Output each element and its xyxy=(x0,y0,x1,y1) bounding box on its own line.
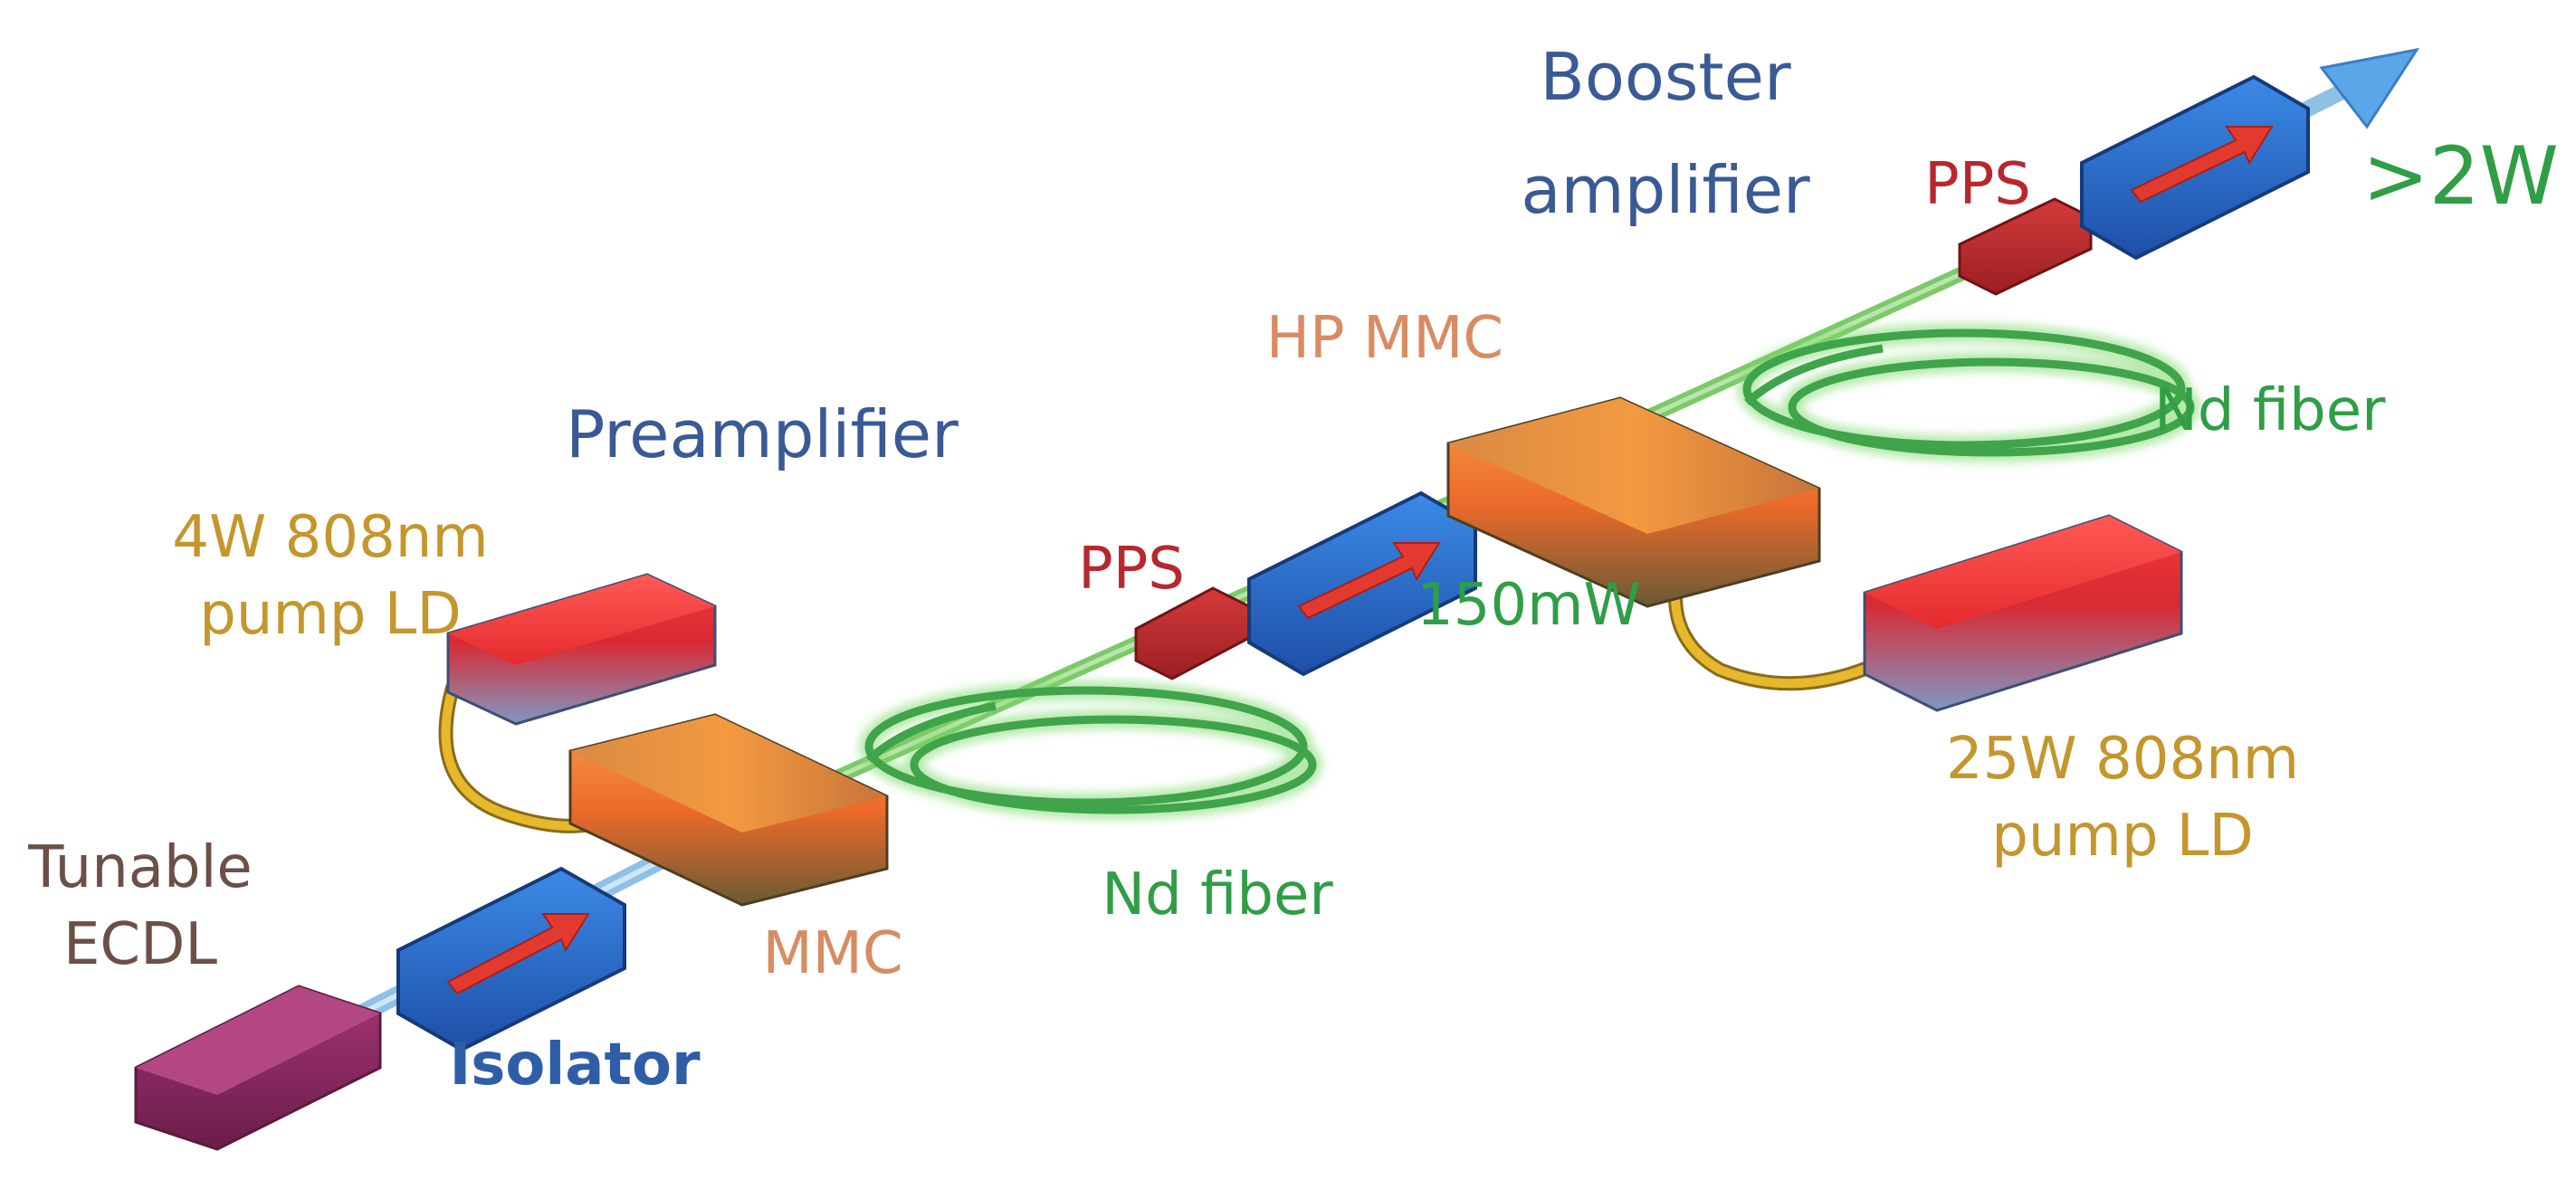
nd-fiber-coil-booster xyxy=(1737,323,2200,462)
pps-booster xyxy=(1958,197,2093,296)
label-pump-small-line2: pump LD xyxy=(199,581,461,648)
mmc-combiner xyxy=(568,713,889,907)
label-mmc: MMC xyxy=(762,920,902,987)
label-pump-small-line1: 4W 808nm xyxy=(172,504,488,571)
isolator-1 xyxy=(396,866,626,1052)
isolator-3 xyxy=(2080,74,2310,261)
label-nd-fiber-pre: Nd fiber xyxy=(1102,861,1333,928)
label-source-line2: ECDL xyxy=(63,911,217,978)
labels: Booster amplifier >2W PPS HP MMC Nd fibe… xyxy=(27,39,2558,1099)
label-isolator: Isolator xyxy=(449,1032,701,1099)
output-arrow-head xyxy=(2319,47,2420,129)
label-booster-line1: Booster xyxy=(1540,39,1791,115)
label-preamplifier: Preamplifier xyxy=(566,396,959,472)
nd-fiber-coil-pre xyxy=(859,680,1322,820)
label-source-line1: Tunable xyxy=(27,834,253,901)
label-pps-booster: PPS xyxy=(1924,151,2031,218)
label-output-power: >2W xyxy=(2362,129,2559,223)
hp-mmc-combiner xyxy=(1446,396,1821,608)
label-booster-line2: amplifier xyxy=(1521,152,1810,228)
pump-ld-25w xyxy=(1863,514,2183,712)
isolator-2 xyxy=(1247,490,1477,677)
label-150mw: 150mW xyxy=(1417,572,1641,639)
pump-ld-4w xyxy=(446,573,717,726)
ecdl-source xyxy=(134,985,382,1151)
label-pump-large-line2: pump LD xyxy=(1991,803,2253,870)
pump-cable-booster-core xyxy=(1671,547,1914,689)
label-hp-mmc: HP MMC xyxy=(1266,305,1503,372)
label-pps-pre: PPS xyxy=(1078,536,1185,603)
label-nd-fiber-booster: Nd fiber xyxy=(2154,377,2386,444)
label-pump-large-line1: 25W 808nm xyxy=(1946,726,2299,793)
